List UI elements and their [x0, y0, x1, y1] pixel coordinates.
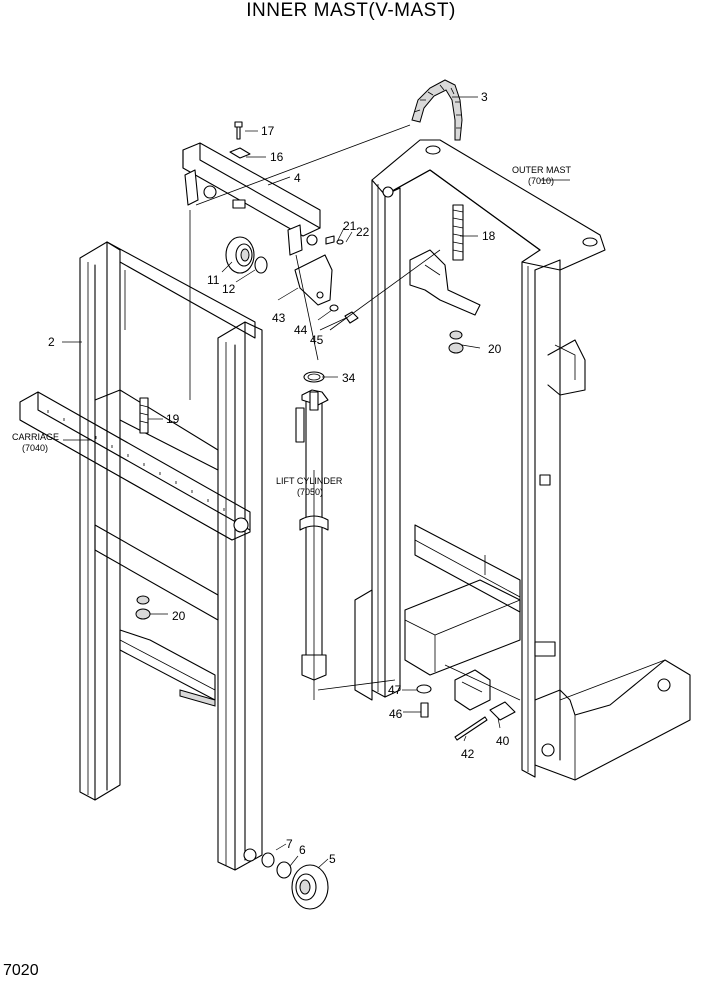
callout-5: 5 — [329, 852, 336, 866]
callout-16: 16 — [270, 150, 284, 164]
pin-40 — [489, 701, 516, 721]
callout-44: 44 — [294, 323, 308, 337]
shim-6 — [276, 861, 292, 879]
carriage-ref: (7040) — [22, 443, 48, 453]
callout-3: 3 — [481, 90, 488, 104]
page-title: INNER MAST(V-MAST) — [246, 0, 456, 21]
chain-bolt-19 — [139, 397, 149, 434]
pin-42 — [454, 716, 488, 741]
callout-19: 19 — [166, 412, 180, 426]
callout-21: 21 — [343, 219, 357, 233]
leader-lines — [62, 96, 570, 869]
outer-mast-assembly — [354, 139, 691, 781]
callout-34: 34 — [342, 371, 356, 385]
callout-18: 18 — [482, 229, 496, 243]
callout-20-lower: 20 — [172, 609, 186, 623]
seal-34 — [303, 371, 325, 383]
bracket-43 — [294, 254, 333, 306]
lift-cylinder — [295, 389, 329, 681]
plate-16 — [229, 147, 251, 159]
callout-6: 6 — [299, 843, 306, 857]
ring-12 — [254, 256, 268, 274]
lift-cylinder-label: LIFT CYLINDER — [276, 476, 343, 486]
callout-45: 45 — [310, 333, 324, 347]
callout-20-upper: 20 — [488, 342, 502, 356]
sheave-11 — [225, 236, 255, 274]
callout-labels: 2 3 4 5 6 7 11 12 16 17 18 19 20 20 21 2… — [48, 90, 510, 866]
outer-mast-label: OUTER MAST — [512, 165, 572, 175]
callout-46: 46 — [389, 707, 403, 721]
page-number: 7020 — [3, 962, 39, 979]
washer-44 — [329, 304, 339, 312]
callout-17: 17 — [261, 124, 275, 138]
nuts-lower — [135, 595, 151, 620]
callout-12: 12 — [222, 282, 236, 296]
outer-mast-ref: (7010) — [528, 176, 554, 186]
lift-chain — [411, 79, 463, 141]
nuts-upper — [448, 330, 464, 354]
callout-22: 22 — [356, 225, 370, 239]
callout-47: 47 — [388, 683, 402, 697]
bolt-17 — [234, 121, 243, 140]
callout-11: 11 — [207, 273, 220, 287]
lift-cylinder-ref: (7050) — [297, 487, 323, 497]
chain-anchor-bolt — [452, 204, 464, 261]
callout-7: 7 — [286, 837, 293, 851]
washer-47 — [416, 684, 432, 694]
callout-42: 42 — [461, 747, 475, 761]
callout-43: 43 — [272, 311, 286, 325]
assembly-guide-lines — [189, 124, 441, 700]
inner-mast — [79, 241, 263, 871]
roller-5 — [291, 864, 329, 910]
bolt-46 — [420, 702, 429, 718]
screw-21-22 — [325, 235, 344, 245]
assembly-labels: OUTER MAST (7010) CARRIAGE (7040) LIFT C… — [12, 165, 572, 497]
callout-40: 40 — [496, 734, 510, 748]
carriage-assembly — [19, 391, 251, 541]
bolt-45 — [344, 311, 359, 324]
shim-7 — [261, 852, 275, 868]
callout-2: 2 — [48, 335, 55, 349]
callout-4: 4 — [294, 171, 301, 185]
crosshead — [182, 142, 321, 256]
carriage-label: CARRIAGE — [12, 432, 59, 442]
